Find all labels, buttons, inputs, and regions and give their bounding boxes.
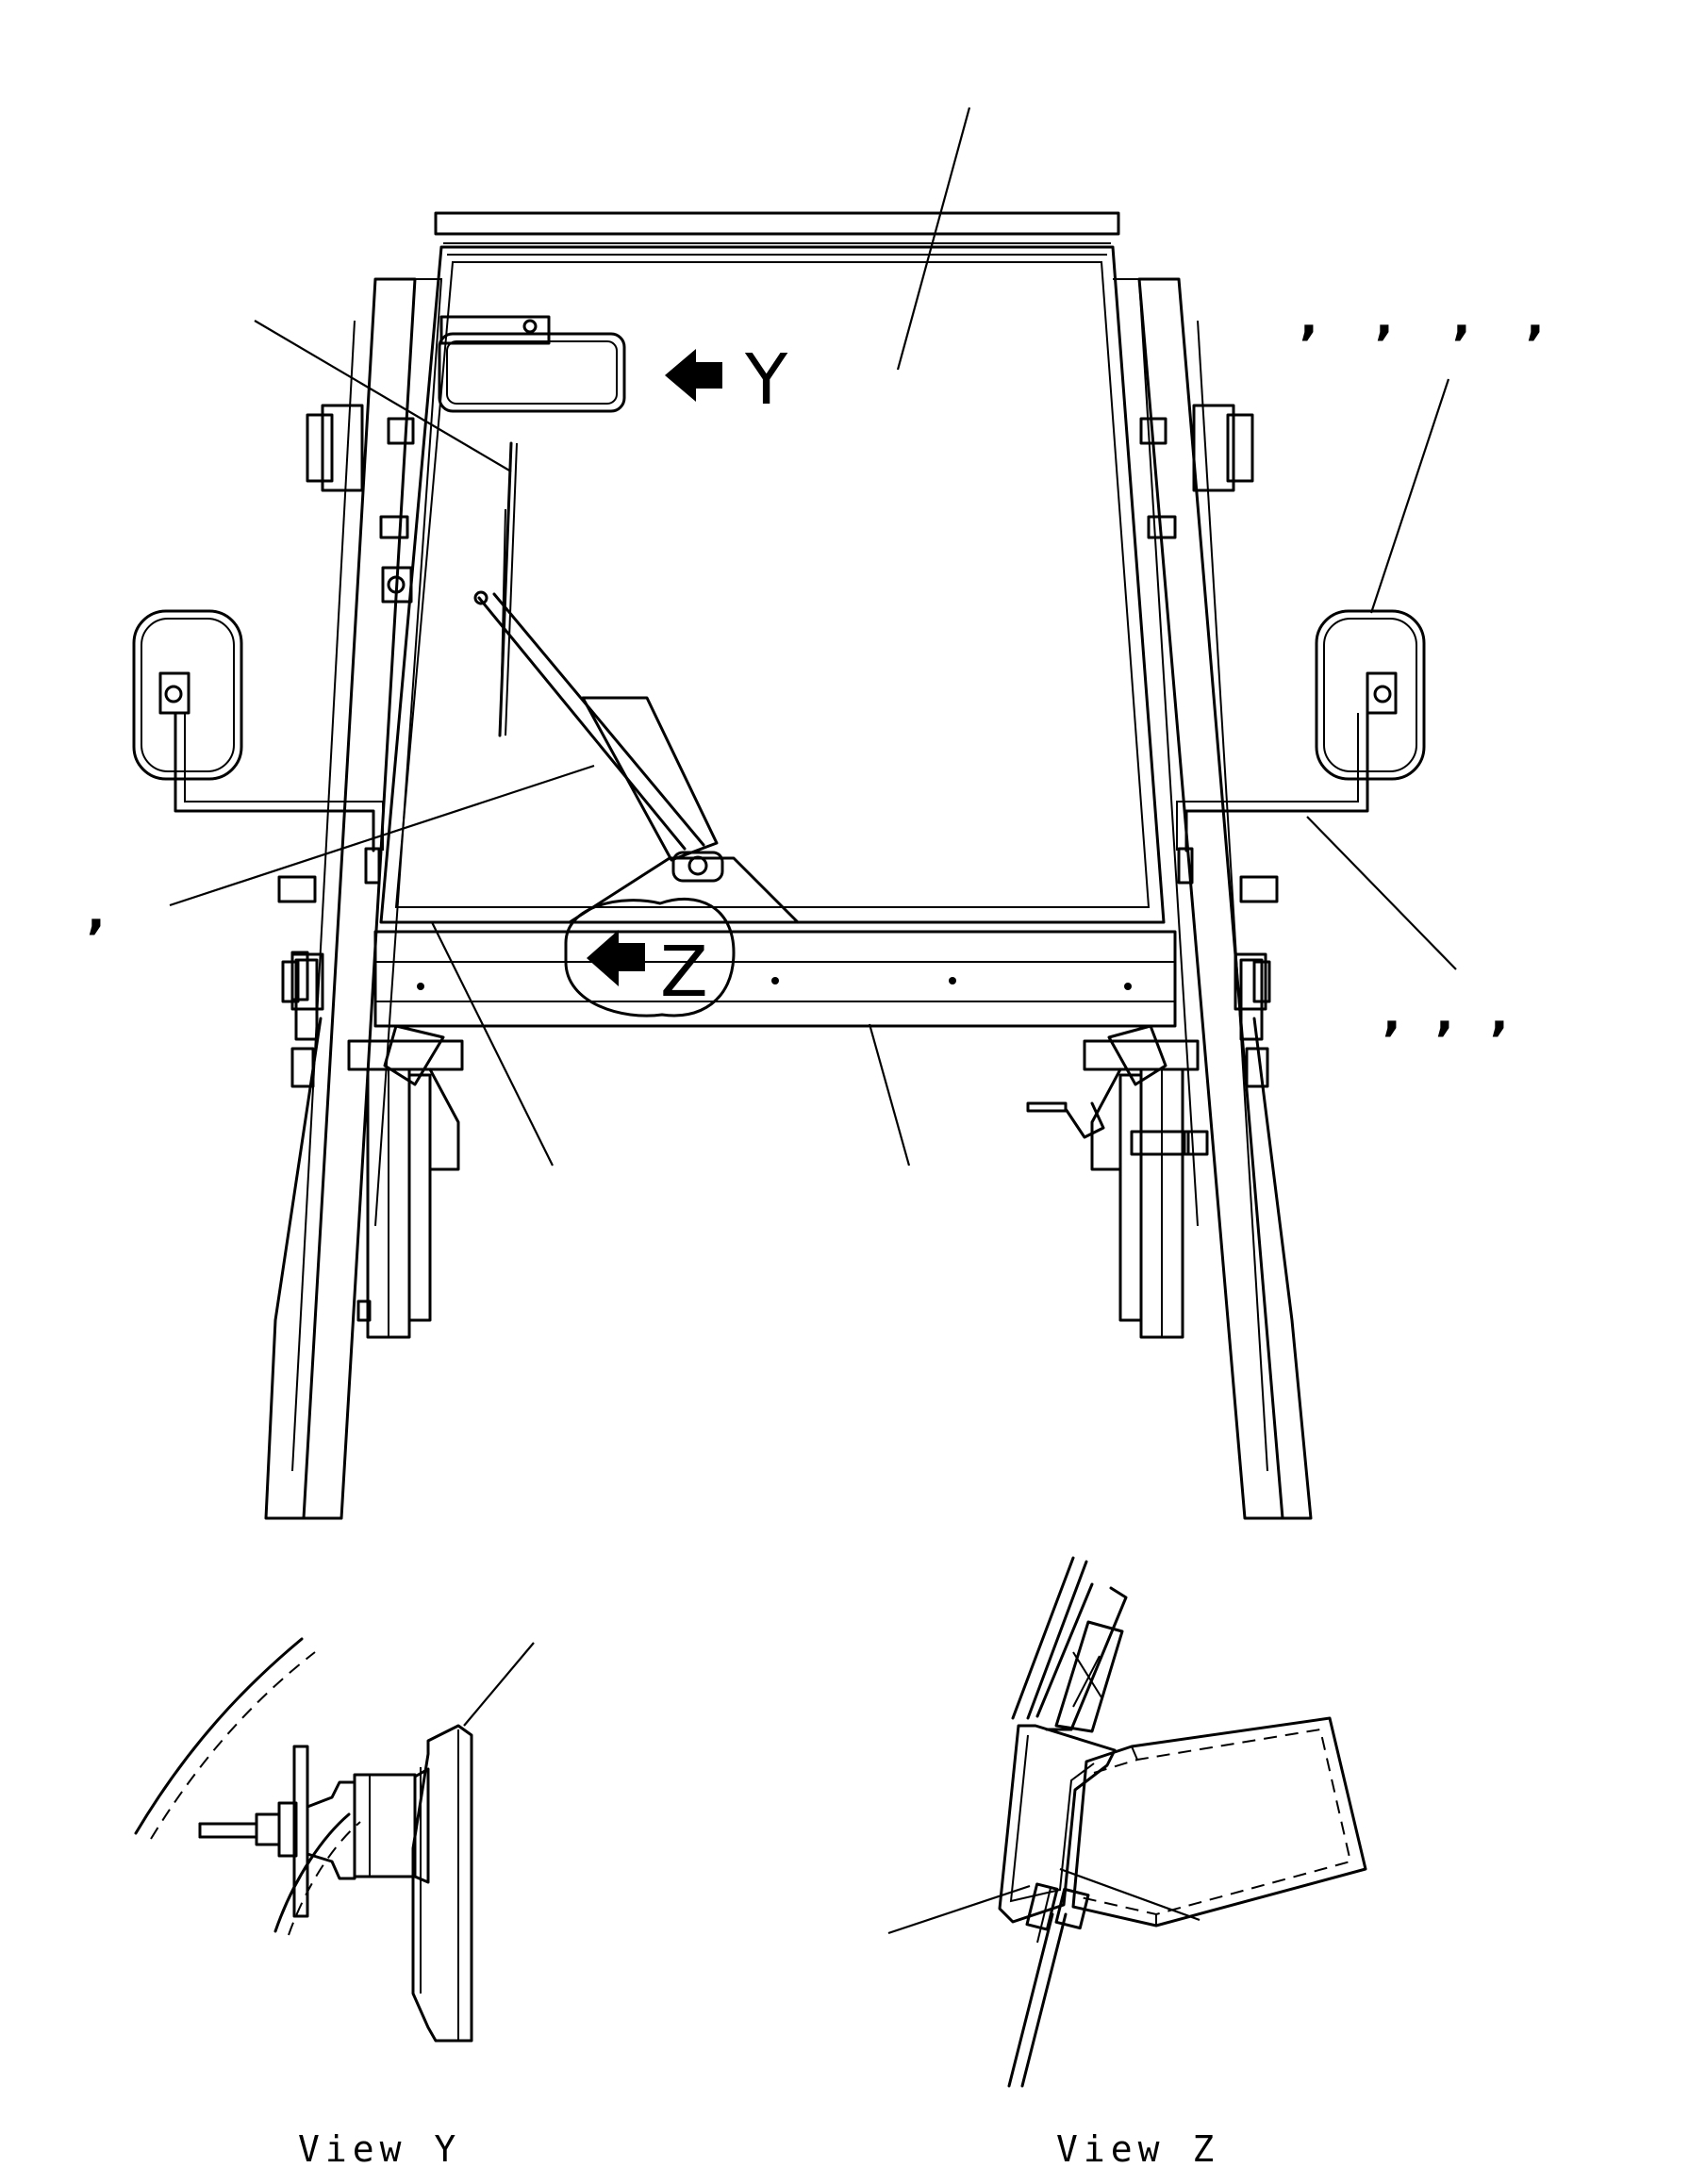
separator-right-top-3: , (1452, 290, 1471, 346)
left-pillar (264, 277, 443, 1520)
leader-wiper-blade (254, 320, 512, 472)
view-z-bolt (1025, 1882, 1059, 1931)
wiper-arm (473, 590, 719, 862)
leader-right-mirror (1369, 378, 1450, 614)
separator-right-bottom-3: , (1490, 985, 1509, 1042)
view-y-callout: Y (665, 339, 788, 421)
left-side-mirror (132, 609, 384, 1001)
separator-right-top-1: , (1300, 290, 1318, 346)
wiper-motor-mount (568, 851, 800, 924)
right-lower-legs (1026, 1039, 1209, 1339)
view-y-detail: View Y (134, 1637, 473, 2170)
leader-view-z-plate (1059, 1867, 1201, 1922)
roof-bar (434, 211, 1120, 256)
right-side-brackets (1139, 404, 1271, 1088)
view-z-caption: View Z (1056, 2128, 1219, 2170)
leader-view-z-bolt (887, 1884, 1031, 1935)
view-z-callout: Z (564, 897, 736, 1018)
view-y-letter: Y (744, 339, 788, 421)
leader-lines (169, 107, 1457, 1935)
front-crossbar (373, 930, 1177, 1086)
view-z-bracket (998, 1724, 1117, 1924)
right-side-mirror (1176, 609, 1426, 903)
view-z-bubble (564, 897, 736, 1018)
view-z-crossbar-section (1071, 1716, 1367, 1928)
view-z-pillar (1011, 1556, 1075, 1720)
leader-view-y-mirror (463, 1642, 535, 1727)
right-pillar (1113, 277, 1313, 1520)
wiper-blade (498, 441, 518, 737)
separator-left-mid: , (87, 884, 106, 940)
separator-right-bottom-2: , (1435, 985, 1454, 1042)
leader-front-crossbar (868, 1023, 911, 1166)
view-z-detail: View Z (998, 1556, 1367, 2170)
leader-right-mirror-stay (1306, 816, 1457, 970)
separator-right-top-4: , (1526, 290, 1545, 346)
view-y-caption: View Y (298, 2128, 461, 2170)
separator-right-top-2: , (1375, 290, 1394, 346)
separator-right-bottom-1: , (1383, 985, 1401, 1042)
leader-windshield (896, 107, 971, 371)
separator-marks: , , , , , , , , (87, 290, 1545, 1042)
interior-mirror (438, 315, 626, 413)
leader-lower-frame-left (431, 921, 554, 1166)
view-z-letter: Z (660, 932, 708, 1013)
view-y-cab-pillar-edge (134, 1637, 304, 1835)
left-lower-legs (347, 1039, 464, 1339)
cab-assembly (132, 211, 1426, 1520)
view-z-arrow (587, 930, 645, 986)
view-y-arrow (665, 349, 722, 402)
leader-wiper-arm (169, 764, 595, 907)
windshield-glass (379, 245, 1166, 924)
